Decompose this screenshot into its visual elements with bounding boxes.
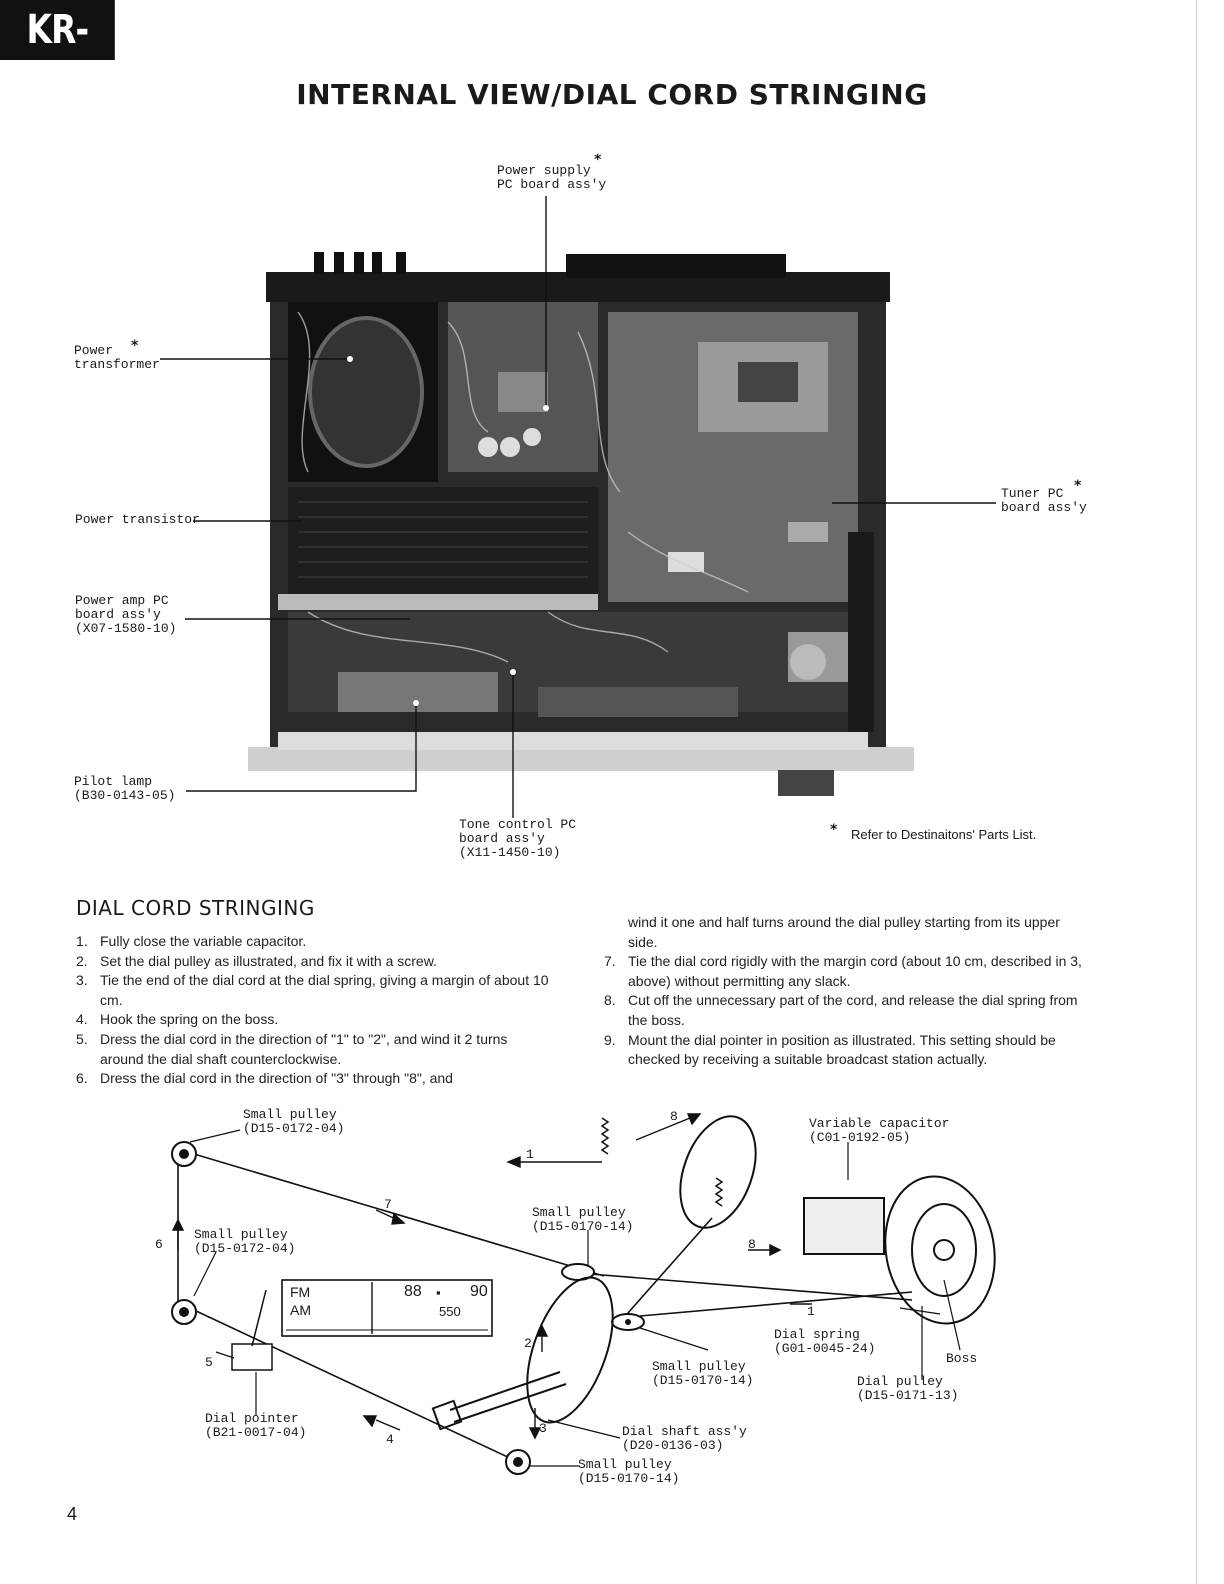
dial-am-label: AM (290, 1302, 311, 1318)
step-text: Tie the end of the dial cord at the dial… (100, 972, 549, 1008)
section-title-dial-cord: DIAL CORD STRINGING (76, 896, 315, 920)
dial-pointer-icon (231, 1289, 273, 1371)
step-item: 3. Tie the end of the dial cord at the di… (76, 971, 552, 1010)
arrow-number: 8 (670, 1109, 678, 1124)
label-dial-shaft: Dial shaft ass'y (D20-0136-03) (622, 1424, 747, 1453)
steps-right-column: wind it one and half turns around the di… (604, 913, 1084, 1070)
step-text: Mount the dial pointer in position as il… (628, 1031, 1056, 1068)
chassis-illustration (248, 232, 914, 800)
pulley-icon (611, 1313, 645, 1331)
dial-scale (281, 1279, 493, 1337)
step-number: 1. (76, 933, 88, 949)
step-item: 5. Dress the dial cord in the direction o… (76, 1030, 552, 1069)
step-text: Fully close the variable capacitor. (100, 933, 307, 949)
asterisk-power-transformer: * (131, 338, 139, 354)
pulley-icon (505, 1449, 531, 1475)
variable-capacitor-icon (679, 1115, 996, 1325)
step-number: 5. (76, 1030, 88, 1047)
step-number: 8. (604, 992, 616, 1009)
label-small-pulley-bottom: Small pulley (D15-0170-14) (578, 1457, 680, 1486)
label-small-pulley-top-left: Small pulley (D15-0172-04) (243, 1107, 345, 1136)
dial-fm-90: 90 (470, 1283, 488, 1300)
callout-power-amp-board: Power amp PC board ass'y (X07-1580-10) (75, 593, 177, 636)
label-boss: Boss (946, 1351, 978, 1366)
label-variable-capacitor: Variable capacitor (C01-0192-05) (809, 1116, 950, 1145)
callout-tone-control-board: Tone control PC board ass'y (X11-1450-10… (459, 817, 577, 860)
step-text: Dress the dial cord in the direction of … (100, 1030, 508, 1067)
internal-view-photo (248, 232, 914, 800)
step-continuation: wind it one and half turns around the di… (604, 913, 1084, 952)
page-number: 4 (67, 1504, 78, 1524)
dial-dot: ▪ (436, 1285, 441, 1300)
step-text: Set the dial pulley as illustrated, and … (100, 952, 437, 969)
model-badge: KR-6030 (0, 0, 115, 113)
arrow-number: 6 (155, 1237, 163, 1252)
step-item: 4. Hook the spring on the boss. (76, 1010, 552, 1030)
callout-pilot-lamp: Pilot lamp (B30-0143-05) (74, 774, 176, 803)
label-small-pulley-mid-left: Small pulley (D15-0172-04) (194, 1227, 296, 1256)
label-dial-spring: Dial spring (G01-0045-24) (774, 1327, 876, 1356)
asterisk-refer-note: * (830, 822, 838, 838)
label-small-pulley-center: Small pulley (D15-0170-14) (532, 1205, 634, 1234)
step-text: Cut off the unnecessary part of the cord… (628, 992, 1078, 1028)
step-number: 7. (604, 953, 616, 970)
asterisk-power-supply: * (594, 152, 602, 168)
dial-fm-label: FM (290, 1284, 311, 1300)
label-dial-pointer: Dial pointer (B21-0017-04) (205, 1411, 307, 1440)
step-number: 9. (604, 1031, 616, 1048)
step-number: 6. (76, 1070, 88, 1087)
arrow-number: 2 (524, 1336, 532, 1351)
dial-am-550: 550 (439, 1304, 461, 1319)
arrow-number: 1 (526, 1147, 534, 1162)
page-title: INTERNAL VIEW/DIAL CORD STRINGING (296, 78, 928, 111)
pulley-icon (171, 1141, 197, 1167)
dial-fm-88: 88 (404, 1283, 422, 1300)
label-dial-pulley: Dial pulley (D15-0171-13) (857, 1374, 959, 1403)
arrow-number: 1 (807, 1304, 815, 1319)
arrow-number: 4 (386, 1432, 394, 1447)
refer-note: Refer to Destinaitons' Parts List. (851, 827, 1037, 842)
step-item: 8. Cut off the unnecessary part of the co… (604, 991, 1084, 1030)
arrow-number: 5 (205, 1355, 213, 1370)
step-number: 2. (76, 952, 88, 969)
callout-power-transformer: Power transformer (74, 343, 160, 372)
label-small-pulley-mid: Small pulley (D15-0170-14) (652, 1359, 754, 1388)
step-item: 2. Set the dial pulley as illustrated, an… (76, 952, 552, 972)
step-item: 7. Tie the dial cord rigidly with the mar… (604, 952, 1084, 991)
steps-left-column: 1. Fully close the variable capacitor. 2.… (76, 932, 552, 1089)
leader-lines (160, 196, 996, 818)
step-item: 1. Fully close the variable capacitor. (76, 932, 552, 952)
step-number: 3. (76, 972, 88, 989)
step-text: Tie the dial cord rigidly with the margi… (628, 953, 1082, 989)
dial-spring-icon (600, 1117, 724, 1207)
step-text: wind it one and half turns around the di… (628, 914, 1060, 950)
dial-cord-diagram (171, 1113, 996, 1475)
arrow-number: 8 (748, 1237, 756, 1252)
step-item: 9. Mount the dial pointer in position as … (604, 1031, 1084, 1070)
step-item: 6. Dress the dial cord in the direction o… (76, 1069, 552, 1089)
callout-power-supply: Power supply PC board ass'y (497, 163, 607, 192)
pulley-icon (171, 1299, 197, 1325)
step-number: 4. (76, 1011, 88, 1028)
asterisk-tuner-pc-board: * (1074, 478, 1082, 494)
step-text: Hook the spring on the boss. (100, 1011, 279, 1028)
scan-edge-line (1196, 0, 1197, 1584)
step-text: Dress the dial cord in the direction of … (100, 1070, 453, 1087)
arrow-number: 3 (539, 1421, 547, 1436)
callout-power-transistor: Power transistor (75, 512, 200, 527)
arrow-number: 7 (384, 1197, 392, 1212)
callout-tuner-pc-board: Tuner PC board ass'y (1001, 486, 1087, 515)
dial-shaft-icon (431, 1276, 614, 1431)
